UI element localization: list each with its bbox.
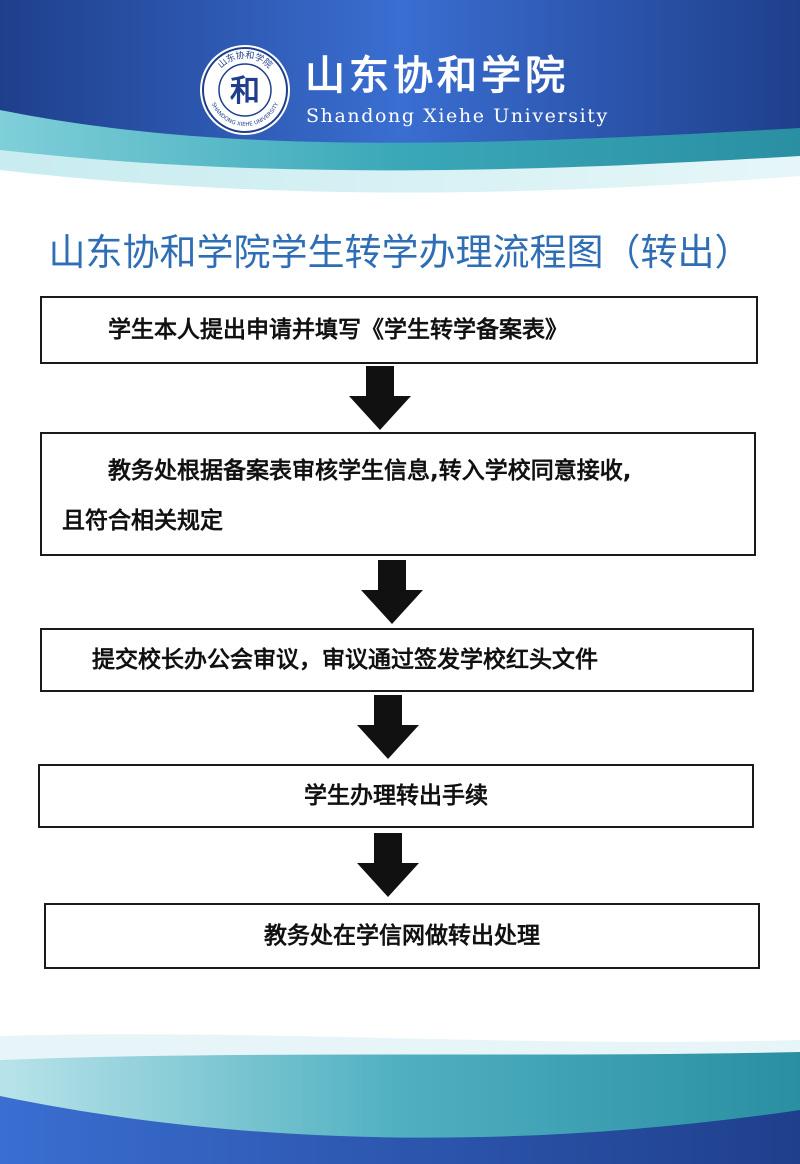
university-logo: 山东协和学院 SHANDONG XIEHE UNIVERSITY 和: [199, 44, 291, 136]
flow-step-submit-application: 学生本人提出申请并填写《学生转学备案表》: [40, 296, 758, 364]
flow-step-president-meeting: 提交校长办公会审议，审议通过签发学校红头文件: [40, 628, 754, 692]
flow-step-text: 学生本人提出申请并填写《学生转学备案表》: [108, 317, 568, 343]
flow-step-text: 教务处在学信网做转出处理: [264, 923, 540, 949]
header-banner: 山东协和学院 SHANDONG XIEHE UNIVERSITY 和 山东协和学…: [0, 0, 800, 215]
flow-step-review-info: 教务处根据备案表审核学生信息,转入学校同意接收, 且符合相关规定: [40, 432, 756, 556]
down-arrow-icon: [357, 695, 419, 759]
page-title: 山东协和学院学生转学办理流程图（转出）: [48, 231, 752, 274]
logo-monogram: 和: [230, 74, 260, 109]
flow-step-text: 教务处根据备案表审核学生信息,转入学校同意接收,: [108, 458, 632, 484]
footer-wave: [0, 1000, 800, 1164]
banner-background: [0, 0, 800, 215]
flow-step-text: 且符合相关规定: [62, 508, 223, 534]
university-name-en: Shandong Xiehe University: [306, 105, 609, 127]
flow-step-text: 提交校长办公会审议，审议通过签发学校红头文件: [92, 647, 598, 673]
flow-step-chsi-processing: 教务处在学信网做转出处理: [44, 903, 760, 969]
flow-step-transfer-procedures: 学生办理转出手续: [38, 764, 754, 828]
flow-step-text: 学生办理转出手续: [304, 783, 488, 809]
down-arrow-icon: [349, 366, 411, 430]
university-name-cn: 山东协和学院: [305, 52, 569, 99]
down-arrow-icon: [361, 560, 423, 624]
down-arrow-icon: [357, 833, 419, 897]
